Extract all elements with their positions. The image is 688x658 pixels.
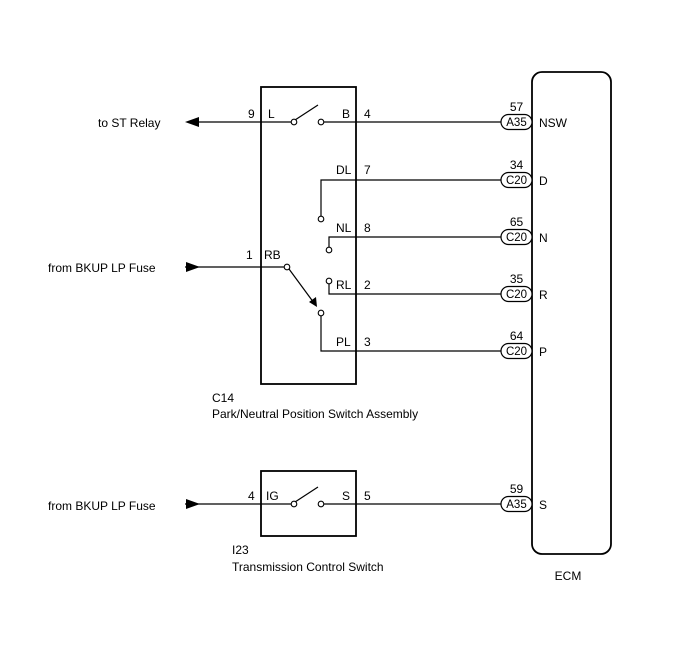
dl-internal-wire <box>320 179 356 216</box>
ecm-box <box>531 71 612 555</box>
pin-s-label: S <box>342 489 350 503</box>
nsw-switch-blade <box>294 104 319 121</box>
ecm-connector-1 <box>500 171 533 189</box>
c14-code: C14 <box>212 391 234 405</box>
ecm-pin-number-1: 34 <box>510 158 524 172</box>
pin-rl-num: 2 <box>364 278 371 292</box>
nsw-contact-left <box>290 118 298 126</box>
nsw-contact-right <box>317 118 325 126</box>
rl-contact <box>325 277 333 285</box>
pin-l-num: 9 <box>248 107 255 121</box>
ig-contact-right <box>317 500 325 508</box>
ecm-terminal-label-1: D <box>539 174 548 188</box>
rl-internal-wire <box>328 284 356 295</box>
pl-contact <box>317 309 325 317</box>
pin-rb-label: RB <box>264 248 281 262</box>
c14-name: Park/Neutral Position Switch Assembly <box>212 407 418 421</box>
ecm-connector-code-1: C20 <box>506 175 527 187</box>
ecm-connector-3 <box>500 285 533 303</box>
bkup2-label: from BKUP LP Fuse <box>48 499 156 513</box>
bkup2-arrow <box>186 499 200 509</box>
nl-internal-wire <box>328 236 356 247</box>
ecm-terminal-label-4: P <box>539 345 547 359</box>
ecm-pin-number-3: 35 <box>510 272 524 286</box>
pin-dl-num: 7 <box>364 163 371 177</box>
ecm-connector-5 <box>500 495 533 513</box>
ecm-pin-number-5: 59 <box>510 482 524 496</box>
pin-b-num: 4 <box>364 107 371 121</box>
ecm-terminal-label-3: R <box>539 288 548 302</box>
ecm-terminal-label-0: NSW <box>539 116 568 130</box>
ecm-pin-number-0: 57 <box>510 100 524 114</box>
pin-nl-label: NL <box>336 221 352 235</box>
i23-name: Transmission Control Switch <box>232 560 384 574</box>
pin-rl-label: RL <box>336 278 352 292</box>
ecm-terminal-label-2: N <box>539 231 548 245</box>
dl-contact <box>317 215 325 223</box>
selector-arrowhead <box>309 297 317 307</box>
pl-internal-wire <box>320 316 356 352</box>
st-relay-label: to ST Relay <box>98 116 160 130</box>
st-relay-arrow <box>185 117 199 127</box>
pin-pl-label: PL <box>336 335 351 349</box>
ecm-terminal-label-5: S <box>539 498 547 512</box>
pin-nl-num: 8 <box>364 221 371 235</box>
pin-s-num: 5 <box>364 489 371 503</box>
c14-box <box>260 86 357 385</box>
ecm-connector-code-0: A35 <box>506 117 526 129</box>
pin-l-label: L <box>268 107 275 121</box>
ecm-connector-code-2: C20 <box>506 232 527 244</box>
rb-pivot <box>283 263 291 271</box>
i23-code: I23 <box>232 543 249 557</box>
ecm-connector-code-4: C20 <box>506 346 527 358</box>
bkup1-label: from BKUP LP Fuse <box>48 261 156 275</box>
ecm-pin-number-4: 64 <box>510 329 524 343</box>
ig-contact-left <box>290 500 298 508</box>
nl-contact <box>325 246 333 254</box>
selector-blade <box>288 268 315 304</box>
pin-dl-label: DL <box>336 163 352 177</box>
pin-b-label: B <box>342 107 350 121</box>
ecm-connector-2 <box>500 228 533 246</box>
ecm-connector-code-5: A35 <box>506 499 526 511</box>
pin-ig-label: IG <box>266 489 279 503</box>
pin-pl-num: 3 <box>364 335 371 349</box>
bkup1-arrow <box>186 262 200 272</box>
ecm-label: ECM <box>555 569 582 583</box>
ecm-pin-number-2: 65 <box>510 215 524 229</box>
ig-switch-blade <box>294 486 319 503</box>
pin-rb-num: 1 <box>246 248 253 262</box>
pin-ig-num: 4 <box>248 489 255 503</box>
ecm-connector-4 <box>500 342 533 360</box>
ecm-connector-code-3: C20 <box>506 289 527 301</box>
ecm-connector-0 <box>500 113 533 131</box>
